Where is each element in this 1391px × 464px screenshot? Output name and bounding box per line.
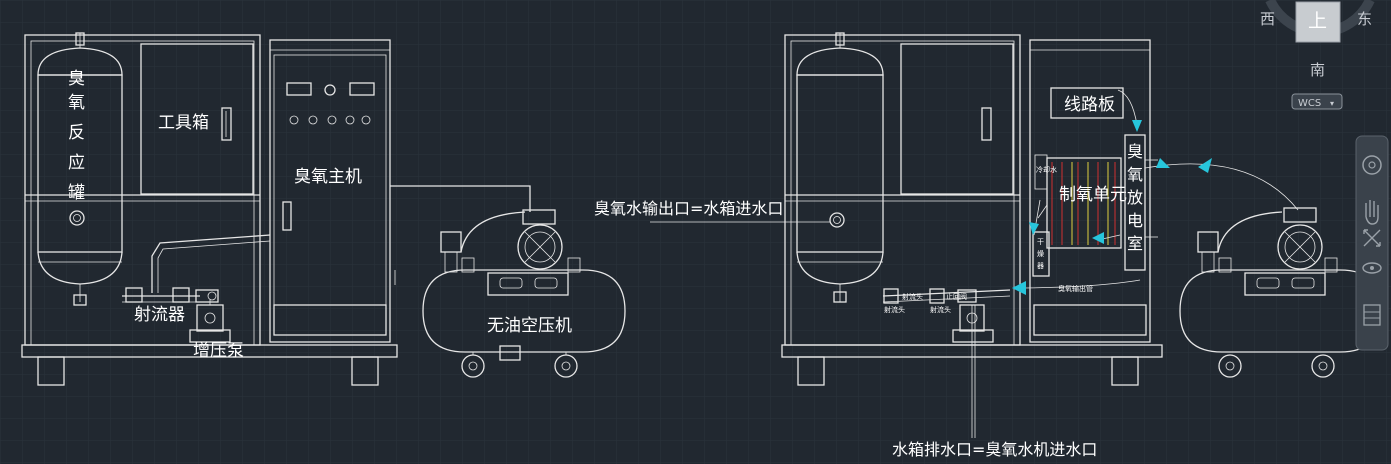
orbit-icon[interactable] (1362, 262, 1382, 274)
discharge-char-3: 放 (1127, 188, 1143, 207)
oxygen-unit-label: 制氧单元 (1059, 185, 1127, 205)
pan-icon[interactable] (1365, 200, 1379, 225)
tank-label-char-5: 罐 (68, 183, 85, 203)
tank-outlet-port (829, 212, 845, 228)
viewcube-south[interactable]: 南 (1310, 61, 1325, 79)
annotation-leaders (650, 221, 976, 438)
ejector-valve-2 (172, 287, 190, 303)
discharge-char-5: 室 (1127, 234, 1143, 253)
valve-label-3: 射流头 (884, 305, 905, 314)
wcs-menu[interactable]: WCS ▾ (1291, 93, 1343, 110)
dryer-box (1032, 231, 1050, 277)
showmotion-icon[interactable] (1363, 304, 1381, 326)
viewcube-top-face[interactable] (1295, 1, 1341, 43)
toolbox-label: 工具箱 (158, 113, 209, 133)
discharge-char-1: 臭 (1127, 142, 1143, 161)
tank-label-char-1: 臭 (68, 69, 85, 89)
dryer-char-3: 器 (1037, 262, 1044, 270)
dryer-char-2: 燥 (1037, 249, 1044, 258)
steering-wheel-icon[interactable] (1362, 155, 1382, 175)
zoom-extents-icon[interactable] (1363, 229, 1381, 247)
viewcube-east[interactable]: 东 (1357, 10, 1372, 28)
outlet-annotation: 臭氧水输出口=水箱进水口 (594, 199, 783, 218)
oil-free-compressor (422, 209, 626, 378)
booster-pump (189, 300, 231, 343)
viewcube-top-label: 上 (1308, 10, 1327, 32)
discharge-char-4: 电 (1127, 211, 1143, 230)
wcs-label: WCS (1298, 98, 1321, 109)
navigation-bar (1355, 135, 1389, 351)
tank-label-char-3: 反 (68, 123, 85, 143)
toolbox-door (140, 43, 254, 195)
discharge-chamber (1124, 134, 1146, 271)
tank-label-char-2: 氧 (68, 93, 85, 113)
valve-label-1: 射流头 (902, 292, 923, 301)
tank-label-char-4: 应 (68, 153, 85, 173)
pump-label: 增压泵 (193, 341, 244, 361)
drain-annotation: 水箱排水口=臭氧水机进水口 (892, 440, 1097, 459)
host-label: 臭氧主机 (294, 167, 362, 187)
coolant-tiny-label: 冷却水 (1036, 165, 1057, 174)
oxygen-unit-box (1046, 157, 1122, 249)
left-equipment-drawing: 臭 氧 反 应 罐 工具箱 臭氧主机 (21, 32, 626, 386)
ejector-valve-1 (125, 287, 143, 303)
ozone-host-cabinet (269, 39, 396, 343)
ejector-label: 射流器 (134, 305, 185, 325)
compressor-label: 无油空压机 (487, 316, 572, 336)
discharge-char-2: 氧 (1127, 165, 1143, 184)
valve-label-4: 射流头 (930, 305, 951, 314)
valve-label-2: 止回阀 (946, 292, 967, 301)
dryer-char-1: 干 (1037, 238, 1044, 246)
circuit-board-label: 线路板 (1064, 95, 1115, 115)
chevron-down-icon: ▾ (1330, 99, 1334, 108)
ozone-reaction-tank (37, 32, 123, 306)
ozone-output-pipe-label: 臭氧输出管 (1058, 284, 1093, 293)
viewcube-west[interactable]: 西 (1260, 10, 1275, 28)
right-equipment-drawing: 线路板 制氧单元 臭 氧 放 电 室 冷却水 干 燥 器 (781, 32, 1383, 386)
circuit-board-box (1050, 87, 1124, 119)
viewcube[interactable]: 上 西 东 南 (1260, 0, 1375, 79)
